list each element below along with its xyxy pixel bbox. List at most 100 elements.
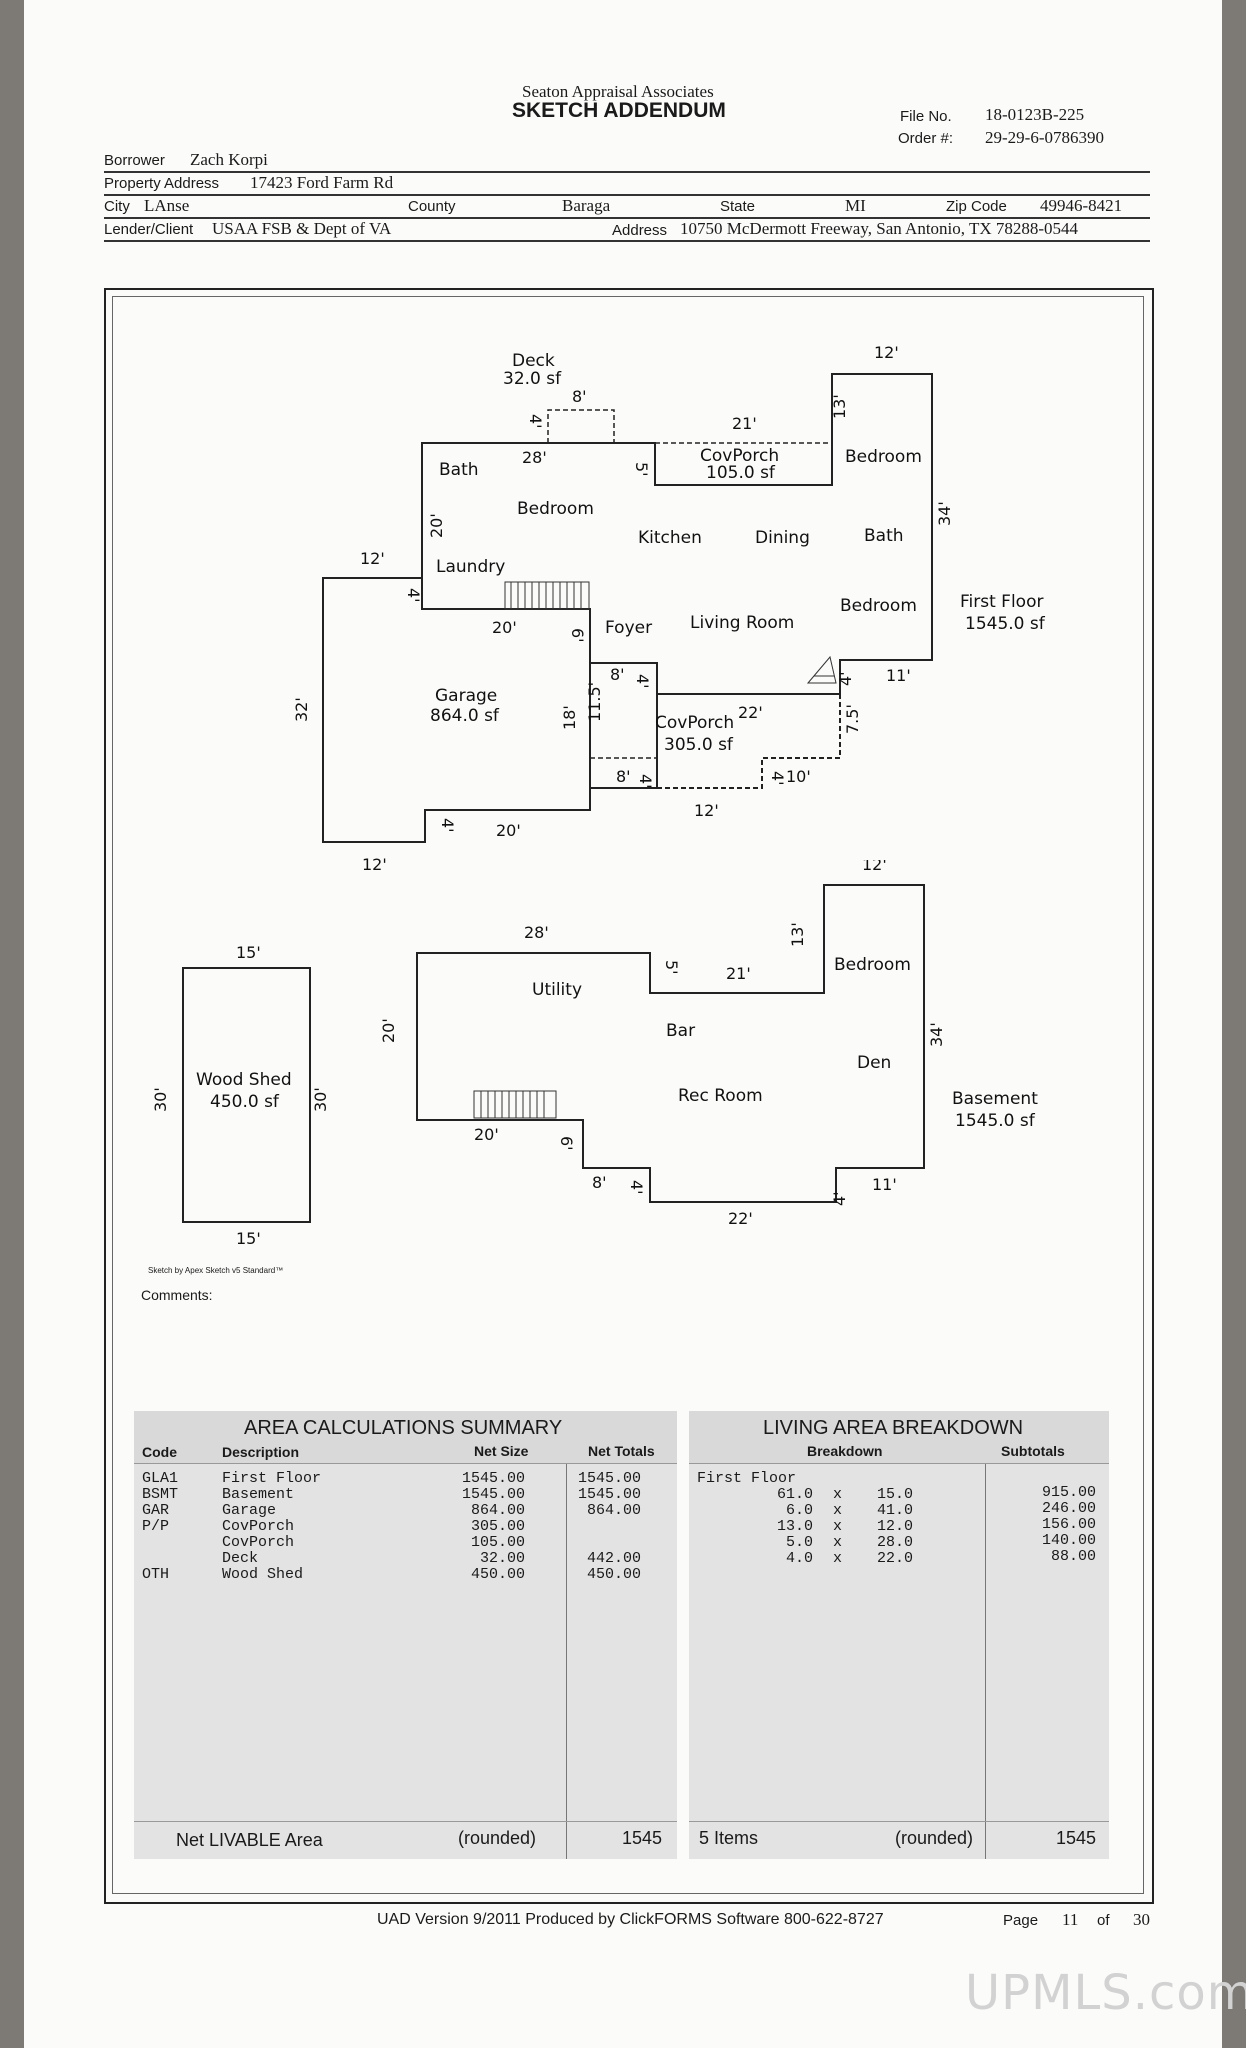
summary-net: 450.00	[471, 1566, 526, 1583]
dim-label: 10'	[786, 767, 811, 786]
order-no: 29-29-6-0786390	[985, 128, 1104, 147]
room-bar: Bar	[666, 1021, 695, 1041]
deck-label: Deck	[512, 351, 555, 371]
summary-net: 1545.00	[462, 1470, 526, 1487]
lender-value: USAA FSB & Dept of VA	[212, 219, 392, 238]
wood-shed-area: 450.0 sf	[210, 1092, 280, 1112]
room-den: Den	[857, 1053, 891, 1073]
breakdown-section: First Floor	[697, 1470, 797, 1487]
col-code: Code	[142, 1444, 177, 1460]
dim-label: 22'	[738, 703, 763, 722]
dim-label: 11'	[886, 666, 911, 685]
garage-outline	[322, 577, 591, 843]
summary-code: OTH	[142, 1566, 170, 1583]
summary-desc: CovPorch	[222, 1518, 295, 1535]
dim-label: 8'	[572, 387, 587, 406]
dim-label: 12'	[362, 855, 387, 874]
county-label: County	[408, 198, 456, 215]
room-kitchen: Kitchen	[638, 528, 702, 548]
dim-label: 4'	[526, 414, 545, 429]
zip-label: Zip Code	[946, 198, 1007, 215]
col-subtotals: Subtotals	[1001, 1443, 1065, 1459]
room-bath-2: Bath	[864, 526, 904, 546]
dim-label: 8'	[616, 767, 631, 786]
dim-label: 8'	[592, 1173, 607, 1192]
stairs-icon	[473, 1090, 557, 1119]
breakdown-b: 28.0	[877, 1534, 914, 1551]
breakdown-x: x	[833, 1486, 843, 1503]
garage-label: Garage	[435, 686, 497, 706]
property-value: 17423 Ford Farm Rd	[250, 173, 394, 192]
area-summary-panel: AREA CALCULATIONS SUMMARY Code Descripti…	[134, 1411, 677, 1859]
borrower-value: Zach Korpi	[190, 150, 268, 169]
summary-desc: Wood Shed	[222, 1566, 304, 1583]
breakdown-title: LIVING AREA BREAKDOWN	[763, 1417, 1024, 1439]
first-floor-area: 1545.0 sf	[965, 614, 1046, 634]
summary-net: 32.00	[480, 1550, 526, 1567]
col-net-totals: Net Totals	[588, 1443, 655, 1459]
breakdown-sub: 140.00	[1042, 1532, 1097, 1549]
page-label: Page	[1003, 1912, 1039, 1929]
borrower-label: Borrower	[104, 152, 165, 169]
living-breakdown-panel: LIVING AREA BREAKDOWN Breakdown Subtotal…	[689, 1411, 1109, 1859]
dim-label: 22'	[728, 1209, 753, 1228]
dim-label: 15'	[236, 1229, 261, 1248]
summary-total: 864.00	[587, 1502, 642, 1519]
room-laundry: Laundry	[436, 557, 505, 577]
breakdown-sub: 246.00	[1042, 1500, 1097, 1517]
basement-title: Basement	[952, 1089, 1038, 1109]
dim-label: 34'	[935, 501, 954, 526]
dim-label: 13'	[788, 922, 807, 947]
summary-total: 1545.00	[578, 1470, 642, 1487]
address-label: Address	[612, 222, 668, 239]
net-livable-label: Net LIVABLE Area	[176, 1830, 323, 1850]
dim-label: 28'	[522, 448, 547, 467]
covporch-top-area: 105.0 sf	[706, 463, 776, 483]
breakdown-a: 4.0	[786, 1550, 814, 1567]
dim-label: 11.5'	[585, 682, 604, 722]
breakdown-sub: 88.00	[1051, 1548, 1097, 1565]
room-utility: Utility	[532, 980, 582, 1000]
summary-net: 864.00	[471, 1502, 526, 1519]
room-living: Living Room	[690, 613, 794, 633]
dim-label: 34'	[927, 1022, 946, 1047]
summary-desc: Garage	[222, 1502, 277, 1519]
page-total: 30	[1133, 1910, 1150, 1929]
summary-total: 442.00	[587, 1550, 642, 1567]
breakdown-x: x	[833, 1534, 843, 1551]
breakdown-a: 13.0	[777, 1518, 814, 1535]
room-bath-1: Bath	[439, 460, 479, 480]
dim-label: 20'	[492, 618, 517, 637]
dim-label: 4'	[404, 588, 423, 603]
room-foyer: Foyer	[605, 618, 652, 638]
dim-label: 4'	[636, 774, 655, 789]
watermark: UPMLS.com	[965, 1965, 1246, 2021]
file-no-label: File No.	[900, 108, 952, 125]
dim-label: 5'	[632, 462, 651, 477]
city-value: LAnse	[144, 196, 190, 215]
city-label: City	[104, 198, 130, 215]
dim-label: 13'	[830, 394, 849, 419]
summary-net: 305.00	[471, 1518, 526, 1535]
dim-label: 21'	[726, 964, 751, 983]
dim-label: 7.5'	[843, 704, 862, 734]
garage-area: 864.0 sf	[430, 706, 500, 726]
summary-code: GAR	[142, 1502, 170, 1519]
room-bedroom-2: Bedroom	[845, 447, 922, 467]
dim-label: 32'	[292, 697, 311, 722]
dim-label: 4'	[627, 1180, 646, 1195]
breakdown-b: 41.0	[877, 1502, 914, 1519]
breakdown-b: 22.0	[877, 1550, 914, 1567]
dim-label: 4'	[830, 1191, 849, 1206]
summary-desc: Basement	[222, 1486, 295, 1503]
first-floor-title: First Floor	[960, 592, 1043, 612]
state-label: State	[720, 198, 756, 215]
dim-label: 4'	[438, 818, 457, 833]
breakdown-x: x	[833, 1502, 843, 1519]
divider	[104, 194, 1150, 196]
deck-outline	[547, 409, 615, 443]
summary-code: P/P	[142, 1518, 170, 1535]
dim-label: 28'	[524, 923, 549, 942]
floor-plan-sketch: Deck 32.0 sf CovPorch 105.0 sf Bath Bedr…	[292, 343, 1046, 874]
divider	[104, 171, 1150, 173]
